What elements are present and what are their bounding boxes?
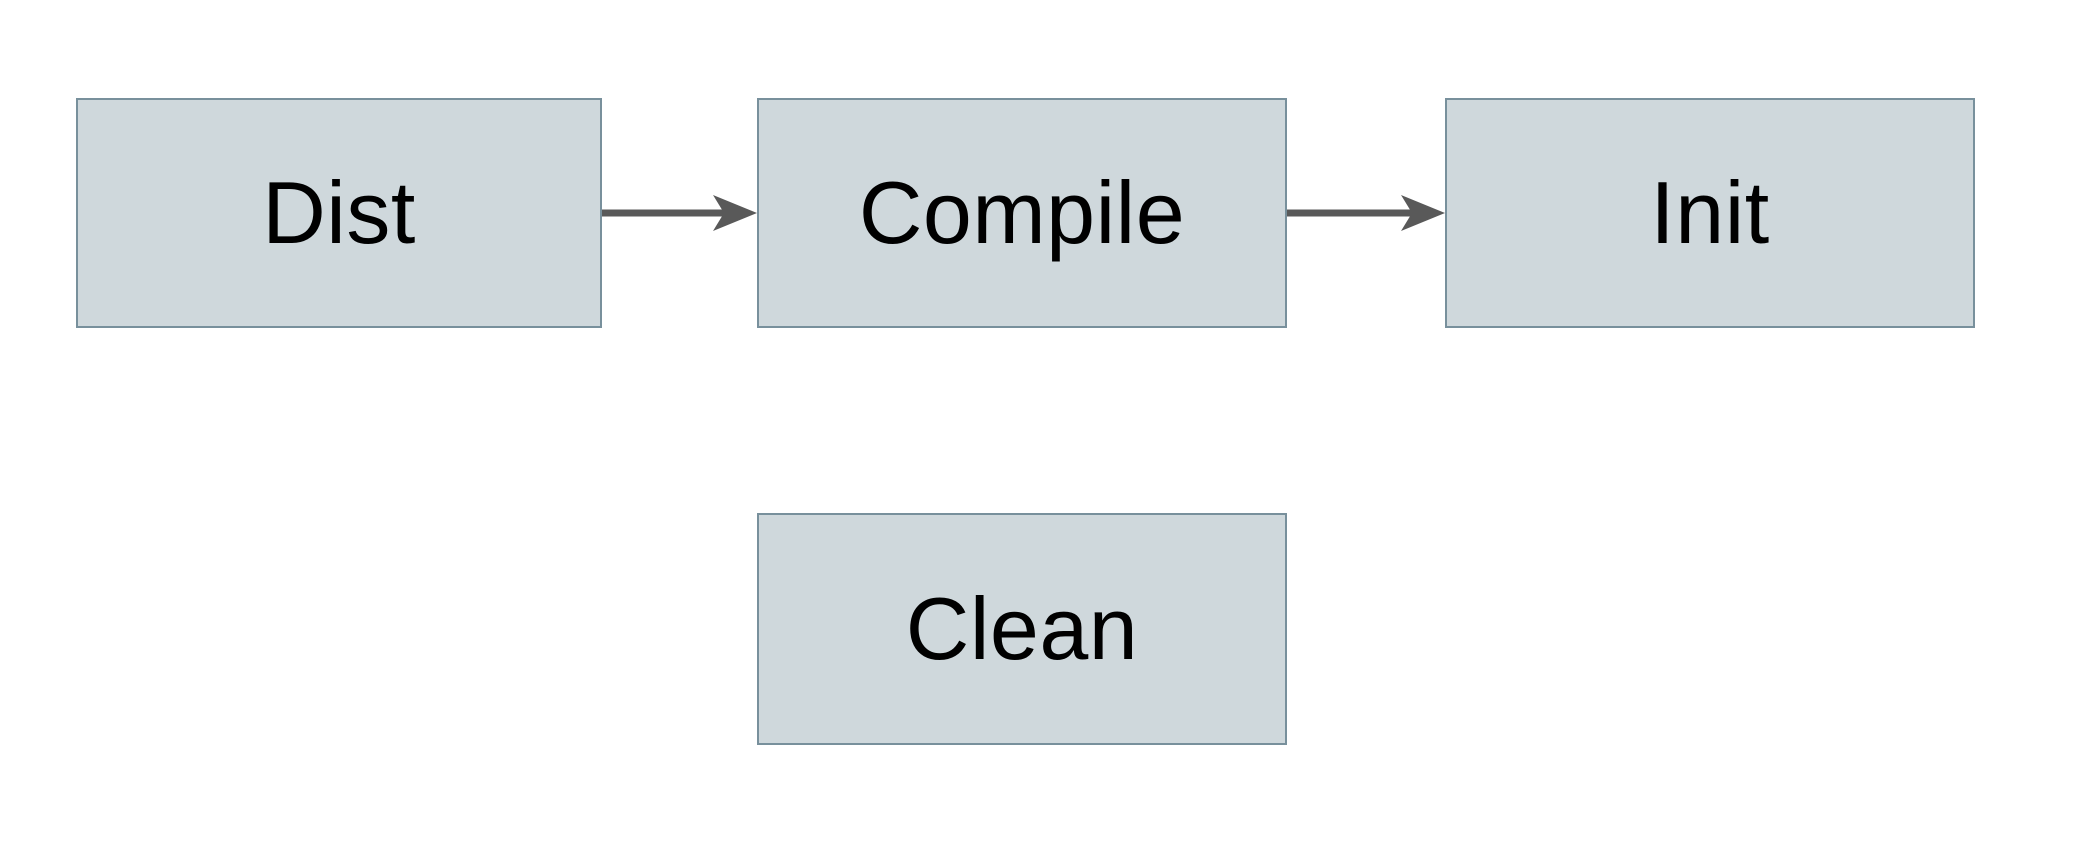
- node-compile-label: Compile: [858, 163, 1186, 262]
- node-dist-label: Dist: [262, 163, 416, 262]
- node-dist[interactable]: Dist: [76, 98, 602, 328]
- node-compile[interactable]: Compile: [757, 98, 1287, 328]
- node-init[interactable]: Init: [1445, 98, 1975, 328]
- node-clean-label: Clean: [905, 579, 1139, 678]
- arrow-compile-to-init: [1287, 195, 1445, 231]
- arrow-dist-to-compile: [602, 195, 757, 231]
- node-clean[interactable]: Clean: [757, 513, 1287, 745]
- node-init-label: Init: [1650, 163, 1770, 262]
